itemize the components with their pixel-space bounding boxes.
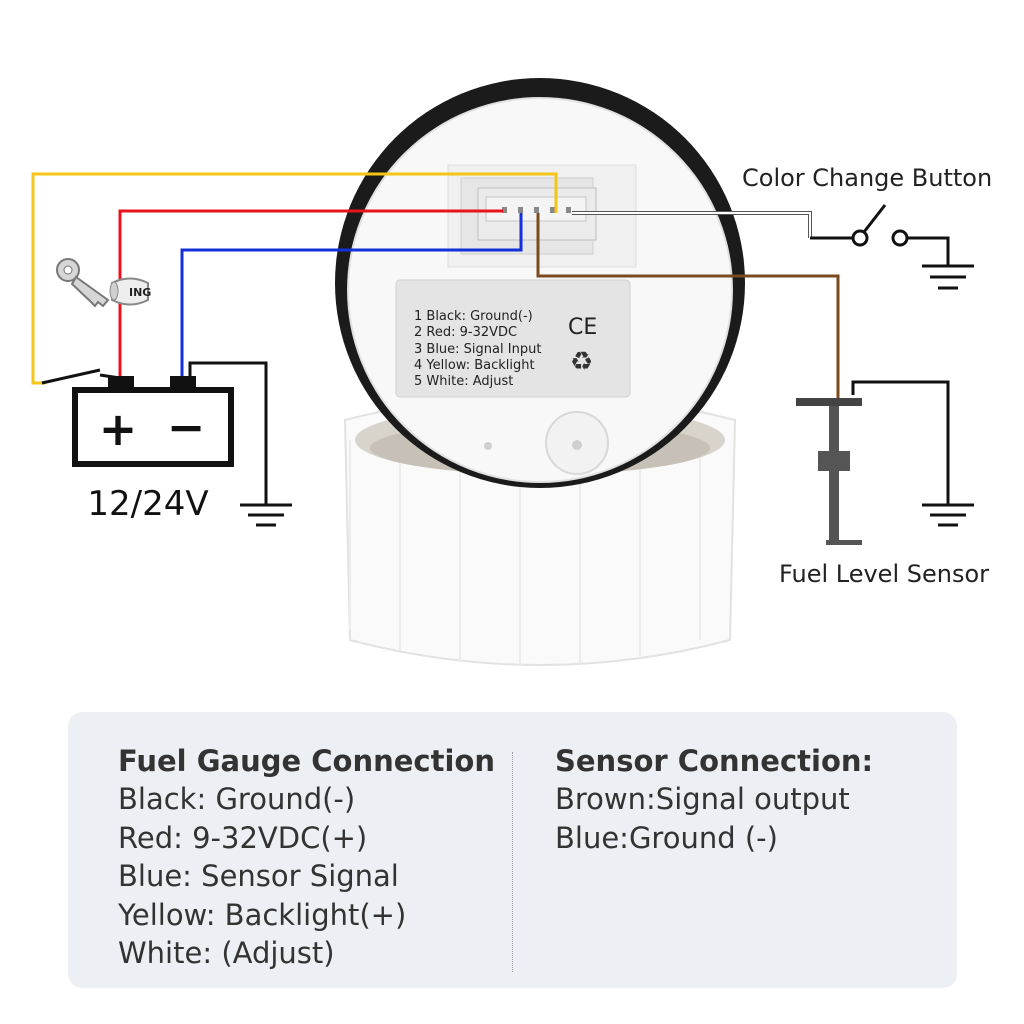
pin-2-icon (518, 207, 523, 213)
pin-3-icon (534, 207, 539, 213)
battery-voltage-label: 12/24V (87, 484, 208, 524)
label-line-1: 1 Black: Ground(-) (414, 309, 533, 324)
label-line-3: 3 Blue: Signal Input (414, 342, 541, 357)
sensor-connection-blue: Blue:Ground (-) (555, 820, 778, 855)
label-line-2: 2 Red: 9-32VDC (414, 325, 517, 340)
vent-hole-icon (484, 442, 492, 450)
gauge-connection-yellow: Yellow: Backlight(+) (118, 897, 407, 932)
wiring-diagram: 1 Black: Ground(-) 2 Red: 9-32VDC 3 Blue… (31, 78, 992, 666)
pin-1-icon (502, 207, 507, 213)
color-change-switch-icon (851, 204, 909, 247)
battery-plus-sign: + (99, 402, 138, 456)
battery-minus-sign: − (167, 400, 206, 454)
fuel-level-sensor-label: Fuel Level Sensor (779, 560, 989, 588)
ground-wire-battery (188, 361, 268, 505)
back-label (395, 279, 631, 398)
ignition-key-icon (56, 258, 149, 308)
ground-wire-sensor (851, 380, 950, 505)
gauge-connection-white: White: (Adjust) (118, 936, 335, 970)
gauge-connection-red: Red: 9-32VDC(+) (118, 820, 368, 855)
panel-divider (512, 752, 513, 972)
fuel-level-sensor-icon (796, 398, 862, 545)
gauge-product: 1 Black: Ground(-) 2 Red: 9-32VDC 3 Blue… (335, 78, 745, 666)
pin-4-icon (550, 207, 555, 213)
label-line-5: 5 White: Adjust (414, 374, 513, 389)
sensor-connection-brown: Brown:Signal output (555, 782, 850, 816)
red-wire (118, 209, 503, 378)
sensor-connection-title: Sensor Connection: (555, 744, 874, 778)
yellow-wire (31, 172, 558, 385)
ignition-label: ING (129, 286, 151, 299)
sensor-connection-column: Sensor Connection: Brown:Signal output B… (555, 742, 873, 857)
color-change-button-label: Color Change Button (742, 164, 992, 192)
ground-icon-battery (240, 503, 292, 527)
blue-wire (180, 213, 523, 378)
gauge-connection-column: Fuel Gauge Connection Black: Ground(-) R… (118, 742, 495, 973)
pin-5-icon (566, 207, 571, 213)
ce-mark-icon: CE (568, 315, 597, 340)
label-line-4: 4 Yellow: Backlight (414, 358, 535, 373)
ground-icon-button (922, 264, 974, 290)
ground-icon-sensor (922, 503, 974, 527)
connection-info-panel: Fuel Gauge Connection Black: Ground(-) R… (68, 712, 957, 988)
battery-icon (72, 376, 234, 467)
brown-wire (536, 213, 840, 400)
recycle-icon: ♻ (570, 347, 593, 377)
gauge-connection-black: Black: Ground(-) (118, 782, 356, 816)
gauge-connection-title: Fuel Gauge Connection (118, 744, 495, 778)
gauge-connection-blue: Blue: Sensor Signal (118, 859, 399, 893)
